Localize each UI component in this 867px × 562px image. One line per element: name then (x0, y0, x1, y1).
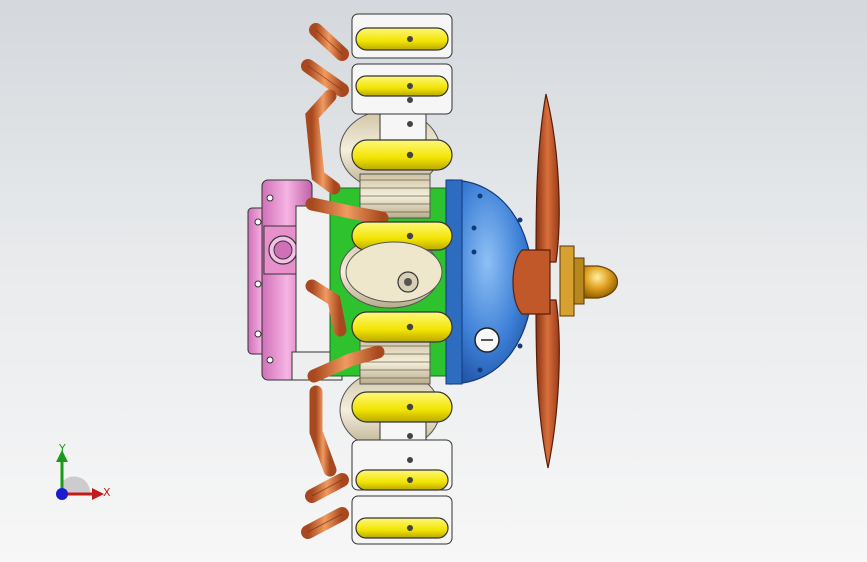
center-hub (345, 241, 443, 303)
cap-bolts (406, 36, 414, 531)
x-axis-label: X (103, 486, 111, 499)
spinner (583, 265, 618, 299)
coordinate-triad (56, 450, 104, 500)
y-axis-label: Y (59, 442, 66, 455)
propeller (512, 93, 585, 469)
cylinder-caps (351, 27, 453, 539)
